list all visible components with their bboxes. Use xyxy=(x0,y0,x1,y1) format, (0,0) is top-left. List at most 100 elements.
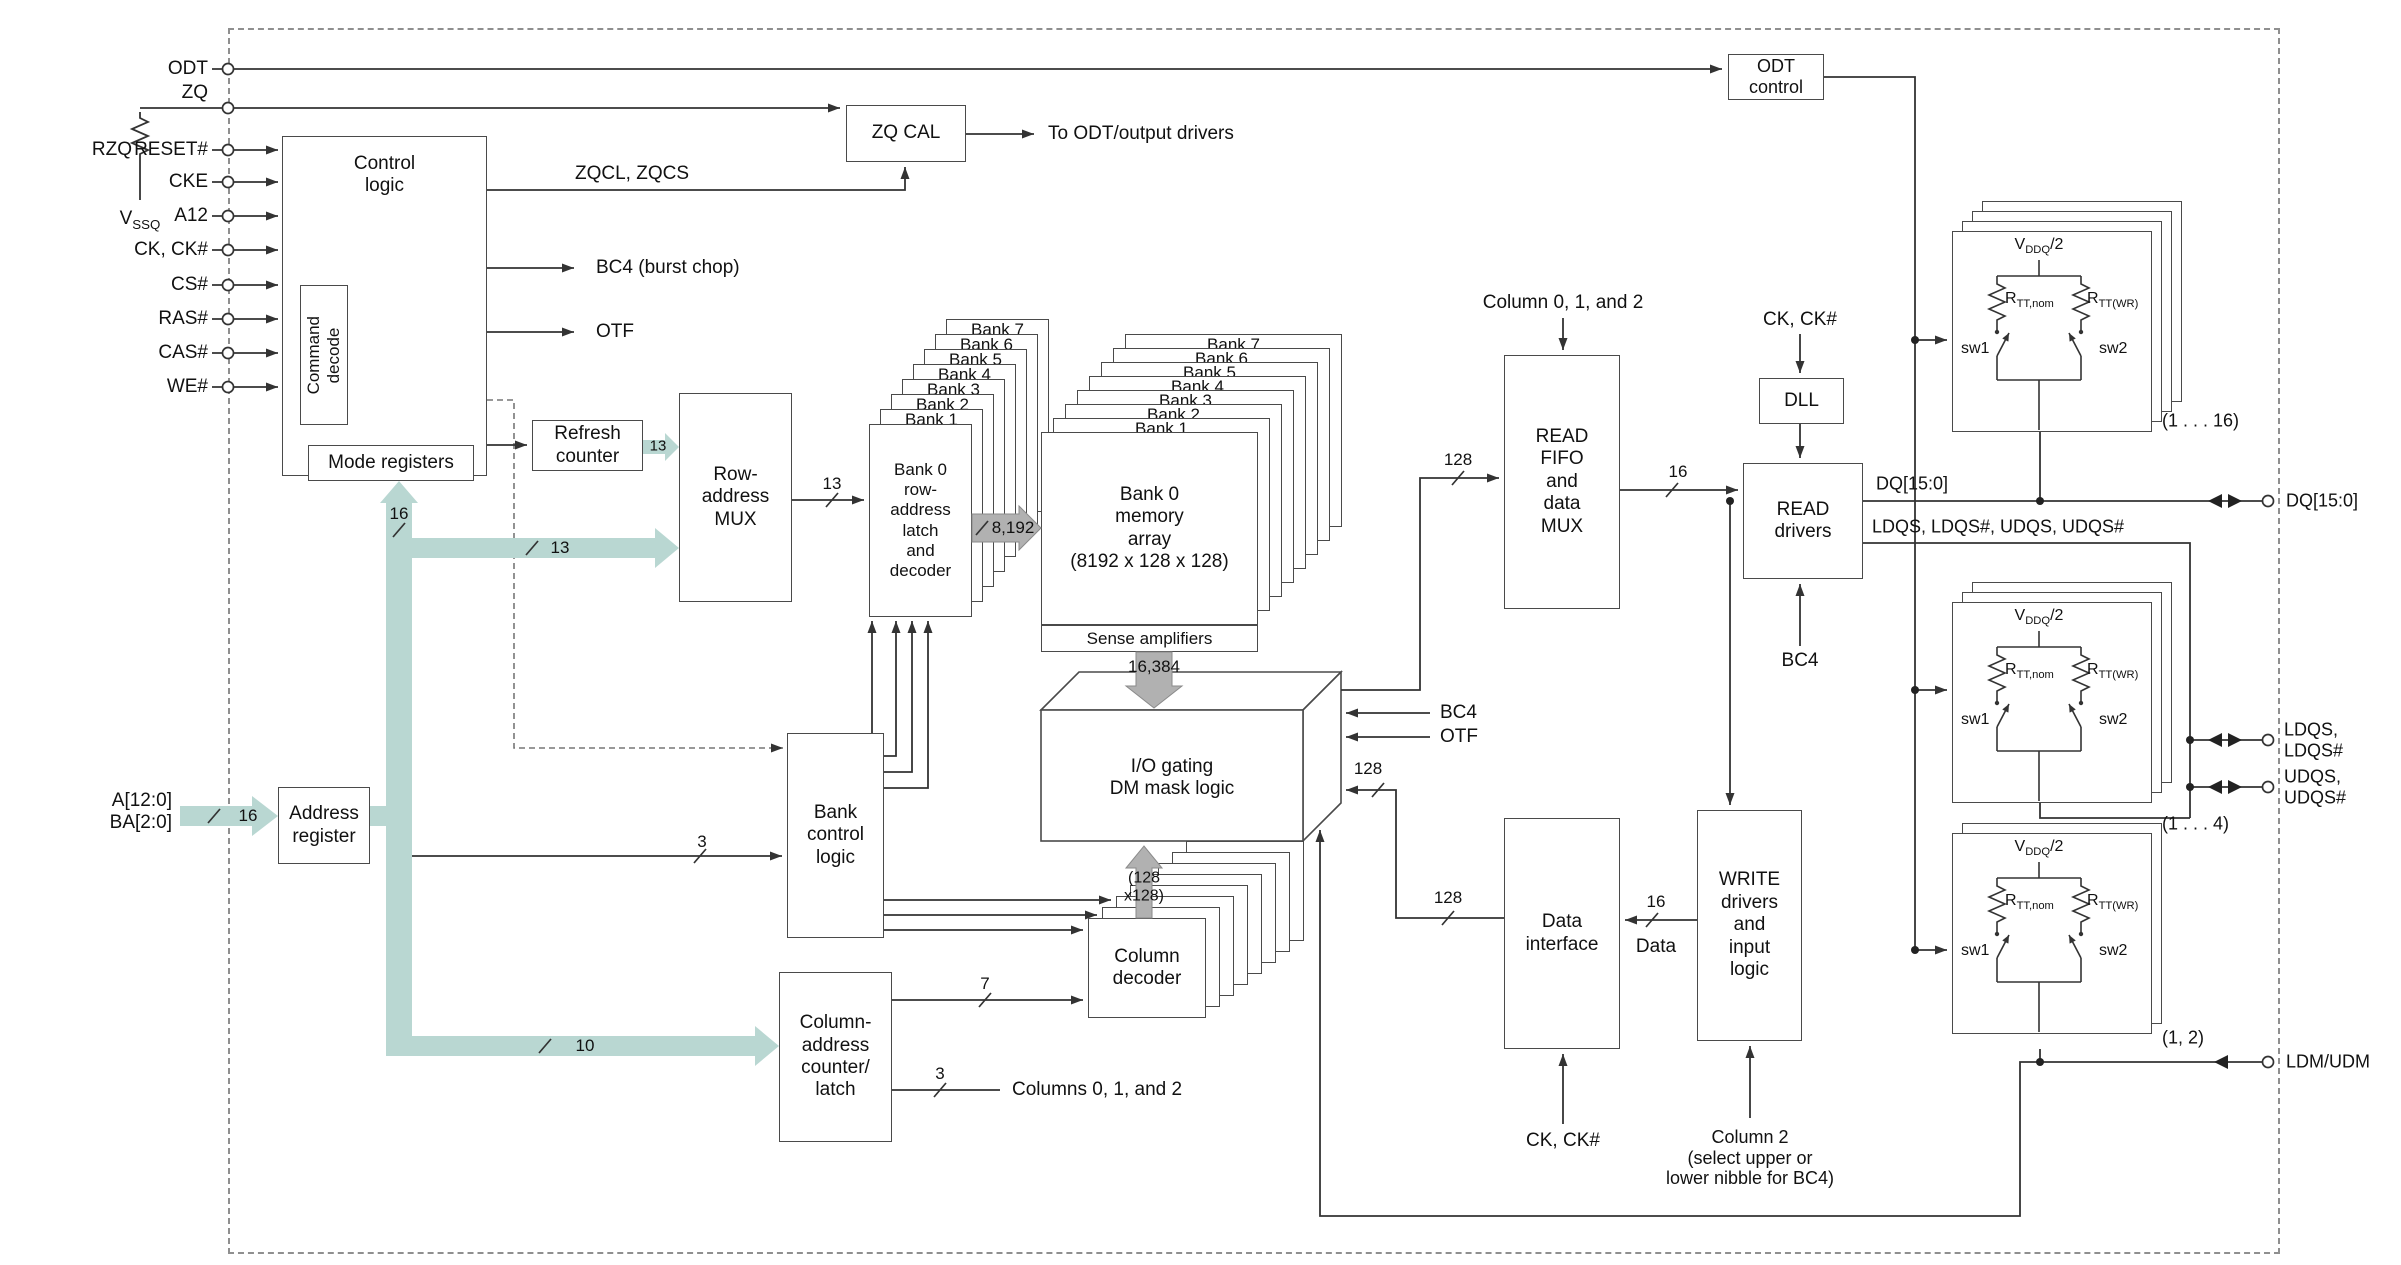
rtt-wr-label: RTT(WR) xyxy=(2087,290,2139,311)
pin-pads xyxy=(221,62,2275,1069)
sw2-label: sw2 xyxy=(2099,942,2128,959)
udqs-pin-label: UDQS, UDQS# xyxy=(2284,766,2347,807)
ba-bus-label: BA[2:0] xyxy=(109,812,172,834)
command-decode-block: Command decode xyxy=(300,285,348,425)
dq-internal-label: DQ[15:0] xyxy=(1876,473,1949,494)
otf-io-label: OTF xyxy=(1440,726,1478,748)
io-gating-label: I/O gating DM mask logic xyxy=(1109,756,1235,799)
rtt-nom-label: RTT,nom xyxy=(2005,290,2054,311)
bank-control-logic-block: Bank control logic xyxy=(787,733,884,938)
address-bus-arrows xyxy=(180,433,779,1066)
sw1-label: sw1 xyxy=(1961,340,1990,357)
ldqs-pin-label: LDQS, LDQS# xyxy=(2284,719,2344,760)
column2-nibble-label: Column 2 (select upper or lower nibble f… xyxy=(1665,1126,1835,1189)
dll-block: DLL xyxy=(1759,378,1844,424)
refresh-counter-block: Refresh counter xyxy=(532,420,643,471)
bus16-fifo-label: 16 xyxy=(1668,462,1688,482)
sw2-label: sw2 xyxy=(2099,711,2128,728)
dqs-termination-circuit: VDDQ/2 RTT,nom RTT(WR) sw1 sw2 xyxy=(1952,602,2152,803)
pin-direction-arrows xyxy=(2208,494,2242,1069)
bus-width-slashes xyxy=(207,470,1679,1098)
bus10-col-label: 10 xyxy=(575,1036,595,1056)
rtt-nom-label: RTT,nom xyxy=(2005,892,2054,913)
bus16384-label: 16,384 xyxy=(1128,657,1180,677)
vddq-label: VDDQ/2 xyxy=(2014,838,2064,859)
column-decoder-block: Column decoder xyxy=(1088,918,1206,1018)
read-drivers-block: READ drivers xyxy=(1743,463,1863,579)
columns012-label: Columns 0, 1, and 2 xyxy=(1012,1079,1183,1101)
column-address-counter-block: Column- address counter/ latch xyxy=(779,972,892,1142)
bc4-read-label: BC4 xyxy=(1781,650,1819,672)
a12-pin-label: A12 xyxy=(174,205,208,227)
address-register-block: Address register xyxy=(278,787,370,864)
zq-pin-label: ZQ xyxy=(181,82,208,104)
reset-pin-label: RESET# xyxy=(134,139,208,161)
odt-control-block: ODT control xyxy=(1728,54,1824,100)
bank-latch-block: Bank 0 row- address latch and decoder xyxy=(869,424,972,617)
cke-pin-label: CKE xyxy=(168,171,208,193)
bus8192-label: 8,192 xyxy=(991,518,1035,538)
termination-schematic xyxy=(1987,862,2091,1032)
ldm-pin-label: LDM/UDM xyxy=(2286,1051,2370,1072)
bc4-io-label: BC4 xyxy=(1440,702,1477,724)
sw1-label: sw1 xyxy=(1961,711,1990,728)
rtt-nom-label: RTT,nom xyxy=(2005,661,2054,682)
bus128x128-label: (128 x128) xyxy=(1123,869,1165,905)
bus128-write-label: 128 xyxy=(1433,888,1463,908)
junction-dots xyxy=(1726,336,2194,1066)
cs-pin-label: CS# xyxy=(171,274,208,296)
data-interface-block: Data interface xyxy=(1504,818,1620,1049)
term1-count-label: (1 . . . 16) xyxy=(2162,410,2240,431)
vddq-label: VDDQ/2 xyxy=(2014,607,2064,628)
chip-boundary xyxy=(228,28,2280,1254)
dqs-internal-label: LDQS, LDQS#, UDQS, UDQS# xyxy=(1872,516,2125,537)
sw1-label: sw1 xyxy=(1961,942,1990,959)
sense-amplifiers-block: Sense amplifiers xyxy=(1041,625,1258,652)
otf-label: OTF xyxy=(596,321,634,343)
ck-data-interface-label: CK, CK# xyxy=(1526,1130,1600,1152)
term2-count-label: (1 . . . 4) xyxy=(2162,813,2230,834)
mode-registers-block: Mode registers xyxy=(308,445,474,481)
column012-top-label: Column 0, 1, and 2 xyxy=(1482,292,1644,314)
bus16-data-label: 16 xyxy=(1646,892,1666,912)
sw2-label: sw2 xyxy=(2099,340,2128,357)
rtt-wr-label: RTT(WR) xyxy=(2087,892,2139,913)
to-odt-drivers-label: To ODT/output drivers xyxy=(1048,123,1234,145)
bus3-bank-label: 3 xyxy=(697,832,707,852)
we-pin-label: WE# xyxy=(166,376,208,398)
bus13-row-label: 13 xyxy=(550,538,570,558)
a-bus-label: A[12:0] xyxy=(111,790,172,812)
data-label: Data xyxy=(1635,936,1677,958)
bus13-refresh-label: 13 xyxy=(649,437,667,455)
signal-lines xyxy=(129,64,2262,1217)
dq-pin-label: DQ[15:0] xyxy=(2286,490,2359,511)
bus13-mux-label: 13 xyxy=(822,474,842,494)
cas-pin-label: CAS# xyxy=(158,342,208,364)
rtt-wr-label: RTT(WR) xyxy=(2087,661,2139,682)
vssq-label: VSSQ xyxy=(119,207,161,232)
termination-schematic xyxy=(1987,631,2091,801)
bus128-read-label: 128 xyxy=(1443,450,1473,470)
bus3-columns-label: 3 xyxy=(935,1064,945,1084)
write-drivers-block: WRITE drivers and input logic xyxy=(1697,810,1802,1041)
io-gating-block xyxy=(1039,670,1343,843)
bc4-burst-chop-label: BC4 (burst chop) xyxy=(596,257,740,279)
ck-dll-label: CK, CK# xyxy=(1763,309,1837,331)
rzq-label: RZQ xyxy=(91,139,132,161)
row-address-mux-block: Row- address MUX xyxy=(679,393,792,602)
read-fifo-block: READ FIFO and data MUX xyxy=(1504,355,1620,609)
ras-pin-label: RAS# xyxy=(158,308,208,330)
memory-array-block: Bank 0 memory array (8192 x 128 x 128) xyxy=(1041,432,1258,625)
dq-termination-circuit: VDDQ/2 RTT,nom RTT(WR) sw1 sw2 xyxy=(1952,231,2152,432)
bus128-io-label: 128 xyxy=(1353,759,1383,779)
zqcal-signals-label: ZQCL, ZQCS xyxy=(575,163,690,185)
dm-termination-circuit: VDDQ/2 RTT,nom RTT(WR) sw1 sw2 xyxy=(1952,833,2152,1034)
vddq-label: VDDQ/2 xyxy=(2014,236,2064,257)
bus7-label: 7 xyxy=(980,974,990,994)
termination-schematic xyxy=(1987,260,2091,430)
odt-pin-label: ODT xyxy=(167,58,208,80)
control-to-bank-dashed-line xyxy=(487,399,783,753)
ck-pin-label: CK, CK# xyxy=(134,239,208,261)
